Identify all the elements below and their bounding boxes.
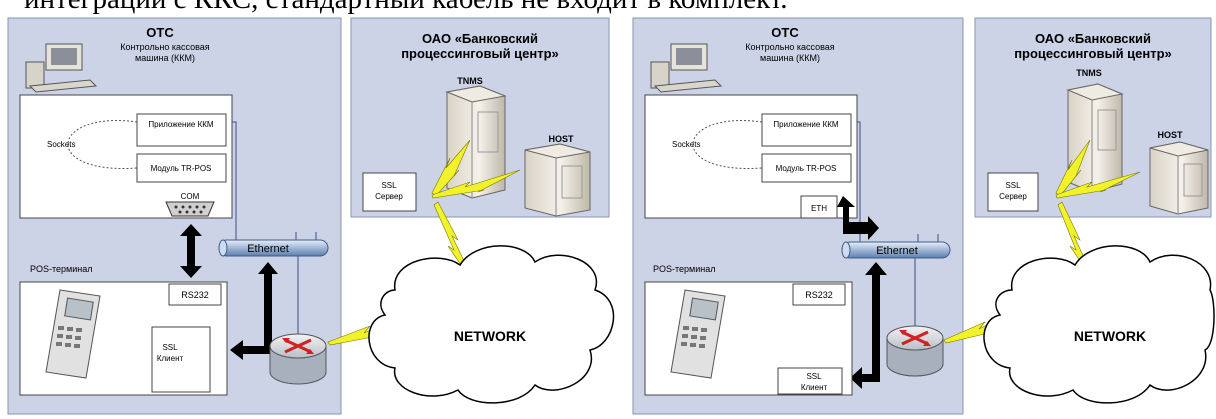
module-label: Модуль TR-POS bbox=[776, 164, 837, 173]
bank-title-line2: процессинговый центр» bbox=[1014, 46, 1172, 61]
computer-icon bbox=[25, 43, 98, 93]
rs232-label: RS232 bbox=[805, 290, 833, 300]
port-label: ETH bbox=[811, 204, 827, 213]
pos-ethernet-arrow bbox=[850, 262, 887, 389]
app-box bbox=[761, 113, 852, 147]
ots-title: ОТС bbox=[146, 25, 174, 40]
ssl-client-box bbox=[777, 367, 843, 395]
tnms-label: TNMS bbox=[457, 76, 483, 86]
tnms-server-icon bbox=[445, 85, 507, 199]
app-label: Приложение ККМ bbox=[773, 120, 838, 129]
kkm-label-line2: машина (ККМ) bbox=[135, 53, 195, 63]
bank-title-line2: процессинговый центр» bbox=[401, 46, 559, 61]
module-box bbox=[136, 153, 227, 183]
ssl-client-box bbox=[151, 326, 211, 393]
ssl-server-line1: SSL bbox=[381, 181, 397, 190]
sockets-label: Sockets bbox=[47, 140, 75, 149]
ssl-server-line2: Сервер bbox=[375, 192, 403, 201]
host-label: HOST bbox=[548, 134, 574, 144]
ssl-client-line2: Клиент bbox=[801, 383, 828, 392]
pos-terminal-icon bbox=[670, 289, 726, 379]
kkm-label-line2: машина (ККМ) bbox=[760, 53, 820, 63]
network-label: NETWORK bbox=[454, 328, 526, 344]
kkm-lan-line bbox=[232, 121, 237, 233]
ethernet-label: Ethernet bbox=[247, 243, 289, 255]
rs232-box bbox=[168, 283, 222, 306]
sockets-curve bbox=[692, 120, 763, 170]
ssl-server-line1: SSL bbox=[1005, 181, 1021, 190]
bank-title-line1: ОАО «Банковский bbox=[1035, 31, 1151, 46]
page-caption: интеграции с ККС, стандартный кабель не … bbox=[24, 0, 788, 16]
kkm-lan-line bbox=[857, 121, 861, 236]
kkm-pos-arrow bbox=[180, 224, 202, 278]
pos-ethernet-arrow bbox=[230, 262, 278, 360]
ssl-server-box bbox=[362, 172, 417, 212]
pos-label: POS-терминал bbox=[30, 264, 92, 274]
com-port-icon bbox=[165, 201, 215, 217]
port-label: COM bbox=[181, 192, 200, 201]
rs232-box bbox=[792, 283, 846, 306]
ethernet-label: Ethernet bbox=[876, 245, 918, 257]
tnms-label: TNMS bbox=[1076, 68, 1102, 78]
host-server-icon bbox=[524, 143, 591, 217]
ethernet-bus-end bbox=[218, 239, 228, 257]
module-box bbox=[761, 153, 852, 183]
bank-title-line1: ОАО «Банковский bbox=[422, 31, 538, 46]
ssl-client-line1: SSL bbox=[162, 343, 178, 352]
pos-terminal-icon bbox=[45, 289, 101, 379]
ssl-server-box bbox=[987, 172, 1039, 212]
router-icon bbox=[886, 325, 944, 377]
network-label: NETWORK bbox=[1074, 328, 1146, 344]
router-icon bbox=[269, 333, 327, 385]
ssl-client-line1: SSL bbox=[806, 372, 822, 381]
host-server-icon bbox=[1149, 141, 1209, 215]
pos-label: POS-терминал bbox=[653, 264, 715, 274]
module-label: Модуль TR-POS bbox=[151, 164, 212, 173]
ethernet-bus-end bbox=[841, 241, 851, 259]
network-cloud bbox=[368, 245, 615, 404]
kkm-label-line1: Контрольно кассовая bbox=[745, 42, 835, 52]
network-cloud bbox=[983, 245, 1215, 404]
host-label: HOST bbox=[1157, 130, 1183, 140]
sockets-curve bbox=[67, 120, 138, 170]
app-label: Приложение ККМ bbox=[148, 120, 213, 129]
ssl-client-line2: Клиент bbox=[157, 354, 184, 363]
kkm-label-line1: Контрольно кассовая bbox=[120, 42, 210, 52]
ssl-server-line2: Сервер bbox=[999, 192, 1027, 201]
app-box bbox=[136, 113, 227, 147]
computer-icon bbox=[650, 43, 723, 93]
ots-title: ОТС bbox=[771, 25, 799, 40]
rs232-label: RS232 bbox=[181, 290, 209, 300]
sockets-label: Sockets bbox=[672, 140, 700, 149]
eth-kkm-arrow bbox=[837, 196, 879, 240]
right-diagram: ОТС Контрольно кассовая машина (ККМ) При… bbox=[632, 17, 1215, 415]
left-diagram: ОТС Контрольно кассовая машина (ККМ) При… bbox=[7, 17, 615, 415]
